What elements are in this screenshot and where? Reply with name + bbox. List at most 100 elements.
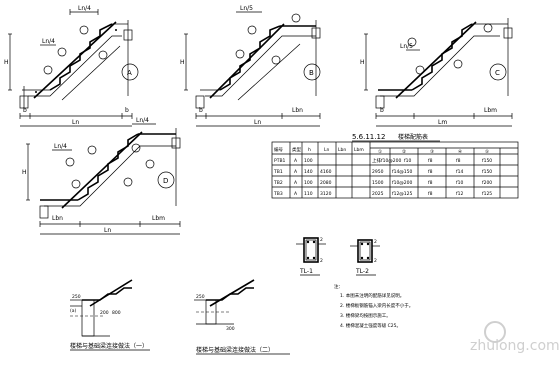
table-row4-lbn: 2025 — [372, 191, 384, 197]
detail-c-lbm: Lbm — [484, 107, 497, 114]
rebar-ref-label: Ln/4 — [78, 5, 91, 12]
table-header-r3: ③ — [430, 149, 434, 155]
stair-detail-b: Ln/5 H b Lbn Ln B — [180, 5, 321, 127]
base-connection-detail-1: 250 (a) 200 800 楼梯与基础梁连接做法（一） — [70, 279, 150, 351]
table-row2-id: TB1 — [273, 169, 283, 175]
note-line-3: 3. 楼梯梁均按图示施工。 — [340, 312, 391, 319]
watermark-text: zhulong.com — [470, 338, 560, 354]
detail-b-span: Ln — [254, 119, 261, 126]
tl1-label: TL-1 — [299, 268, 313, 275]
detail-d-lbm: Lbm — [152, 215, 165, 222]
base2-caption: 楼梯与基础梁连接做法（二） — [196, 346, 274, 354]
table-row1-r2: f10 — [404, 158, 411, 164]
detail-d-span: Ln — [104, 227, 111, 234]
detail-a-b-right: b — [125, 107, 129, 114]
table-row3-h: 100 — [304, 180, 313, 186]
base1-dim-4: 800 — [112, 310, 121, 316]
table-header-r4: ④ — [458, 149, 462, 155]
detail-c-label: C — [495, 69, 500, 77]
rebar-schedule-table: 5.6.11.12 楼梯配筋表 编号 类型 h Ln Lbn Lbm ① ② ③… — [271, 133, 519, 199]
table-row4-r3: f8 — [428, 191, 433, 197]
table-row4-id: TB3 — [273, 191, 283, 197]
table-row2-r5: f150 — [482, 169, 492, 175]
base1-dim-3: 200 — [100, 310, 109, 316]
beam-section-tl2: 2 2 TL-2 — [350, 239, 380, 276]
table-row2-ln: 4160 — [320, 169, 332, 175]
table-row2-r3: f8 — [428, 169, 433, 175]
detail-a-callout — [121, 63, 139, 81]
table-header-type: 类型 — [292, 146, 301, 153]
table-row2-r4: f14 — [456, 169, 463, 175]
table-row1-h: 100 — [304, 158, 313, 164]
table-row3-r3: f8 — [428, 180, 433, 186]
table-row3-ln: 2080 — [320, 180, 332, 186]
table-row2-h: 140 — [304, 169, 313, 175]
note-line-4: 4. 楼梯混凝土强度等级 C25。 — [340, 322, 401, 329]
detail-b-lbn: Lbn — [292, 107, 303, 114]
detail-a-span: Ln — [72, 119, 79, 126]
svg-text:Ln/4: Ln/4 — [136, 117, 149, 124]
detail-b-b-left: b — [199, 107, 203, 114]
table-header-lbn: Lbn — [338, 147, 346, 153]
table-row4-ln: 3120 — [320, 191, 332, 197]
watermark: zhulong.com — [470, 321, 560, 354]
detail-a-height: H — [4, 59, 9, 66]
table-title-note: 楼梯配筋表 — [398, 133, 428, 141]
detail-a-label: A — [127, 69, 132, 77]
stair-detail-c: Ln/5 H b Lbm Lm C — [360, 18, 513, 127]
table-header-lbm: Lbm — [354, 147, 364, 153]
stair-detail-d: Ln/4 Ln/4 H Lbn Lbm Ln D — [22, 117, 181, 235]
tl1-bottom-bars: 2 — [320, 258, 323, 264]
detail-b-callout — [303, 63, 321, 81]
table-row1-r4: f8 — [456, 158, 461, 164]
table-header-r5: ⑤ — [485, 149, 489, 155]
tl2-label: TL-2 — [355, 268, 369, 275]
table-row3-r5: f200 — [482, 180, 492, 186]
detail-c-callout — [489, 63, 507, 81]
notes-title: 注： — [334, 283, 343, 290]
note-line-2: 2. 楼梯板钢筋锚入梁内长度不小于。 — [340, 302, 413, 309]
table-row4-r5: f125 — [482, 191, 492, 197]
table-row3-type: A — [294, 180, 298, 186]
table-row2-extra: 2950 — [372, 169, 384, 175]
detail-d-label: D — [163, 177, 168, 185]
detail-c-b-left: b — [380, 107, 384, 114]
note-line-1: 1. 本图未注明的配筋详见说明。 — [340, 292, 404, 299]
tl2-bottom-bars: 2 — [374, 258, 377, 264]
table-row1-r5: f150 — [482, 158, 492, 164]
table-header-id: 编号 — [274, 146, 283, 153]
table-header-r2: ② — [402, 149, 406, 155]
table-row4-type: A — [294, 191, 298, 197]
detail-a-b-left: b — [23, 107, 27, 114]
base-connection-detail-2: 250 300 楼梯与基础梁连接做法（二） — [194, 279, 290, 355]
tl2-top-bars: 2 — [374, 239, 377, 245]
detail-d-lbn: Lbn — [52, 215, 63, 222]
table-row4-r1: f12@125 — [392, 191, 413, 197]
detail-b-label: B — [309, 69, 314, 77]
table-row3-id: TB2 — [273, 180, 283, 186]
rebar-ref2-label: Ln/5 — [240, 5, 253, 12]
svg-text:Ln/4: Ln/4 — [54, 143, 67, 150]
table-header-h: h — [308, 147, 311, 153]
table-row3-r4: f10 — [456, 180, 463, 186]
base1-dim-1: 250 — [72, 294, 81, 300]
table-header-r1: ① — [378, 149, 382, 155]
base1-dim-2: (a) — [70, 308, 77, 314]
table-row4-r4: f12 — [456, 191, 463, 197]
tl1-top-bars: 2 — [320, 237, 323, 243]
stair-detail-a: Ln/4 Ln/4 H b b Ln A — [4, 5, 139, 127]
table-row2-type: A — [294, 169, 298, 175]
table-row4-h: 110 — [304, 191, 313, 197]
table-row3-lbn: 1500 — [372, 180, 384, 186]
table-row1-r3: f8 — [428, 158, 433, 164]
table-row2-r1: f14@150 — [392, 169, 413, 175]
table-title: 5.6.11.12 — [352, 133, 385, 141]
svg-text:Ln/5: Ln/5 — [400, 43, 413, 50]
detail-c-span: Lm — [438, 119, 447, 126]
detail-d-callout — [157, 171, 175, 189]
base2-dim-2: 300 — [226, 326, 235, 332]
detail-b-height: H — [180, 59, 185, 66]
table-row3-r1: f10@200 — [392, 180, 413, 186]
base1-caption: 楼梯与基础梁连接做法（一） — [70, 342, 148, 350]
base2-dim-1: 250 — [196, 294, 205, 300]
